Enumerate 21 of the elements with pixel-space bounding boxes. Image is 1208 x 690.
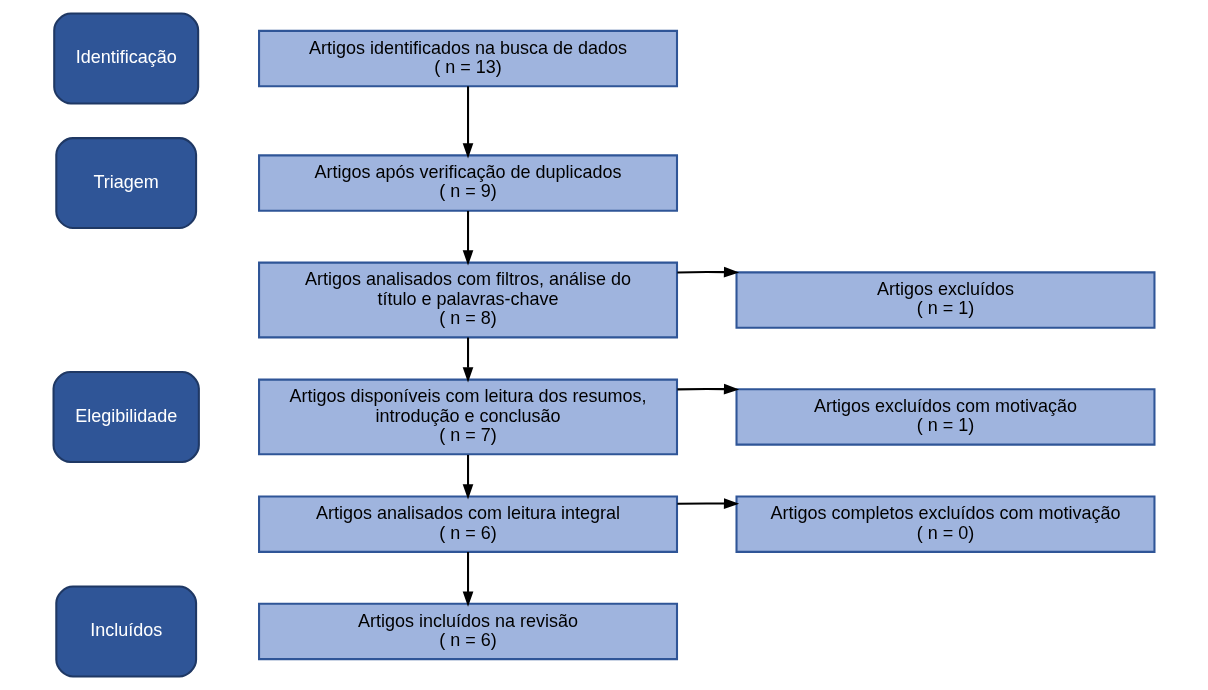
node-box: Artigos excluídos com motivação ( n = 1) <box>735 388 1156 446</box>
node-box: Artigos analisados com leitura integral ( n = 6) <box>258 495 679 553</box>
node-box: Artigos identificados na busca de dados ( n = 13) <box>258 29 679 88</box>
arrow <box>462 86 474 159</box>
node-box: Artigos analisados com filtros, análise do título e palavras-chave ( n = 8) <box>258 261 679 339</box>
arrow <box>462 210 474 266</box>
arrow <box>462 337 474 383</box>
arrow <box>462 454 474 500</box>
node-box: Triagem <box>55 137 198 230</box>
node-box: Elegibilidade <box>52 370 200 463</box>
node-box: Artigos disponíveis com leitura dos resumos, introdução e conclusão ( n = 7) <box>258 378 679 456</box>
node-box: Artigos após verificação de duplicados ( n = 9) <box>258 154 679 212</box>
arrow <box>677 266 740 278</box>
arrow <box>677 498 740 509</box>
node-box: Artigos incluídos na revisão ( n = 6) <box>258 602 679 661</box>
node-box: Identificação <box>53 12 200 105</box>
node-box: Incluídos <box>55 585 198 678</box>
node-box: Artigos excluídos ( n = 1) <box>735 271 1156 329</box>
arrow <box>677 383 740 395</box>
arrow <box>462 551 474 607</box>
node-box: Artigos completos excluídos com motivação ( n = 0) <box>735 495 1156 553</box>
